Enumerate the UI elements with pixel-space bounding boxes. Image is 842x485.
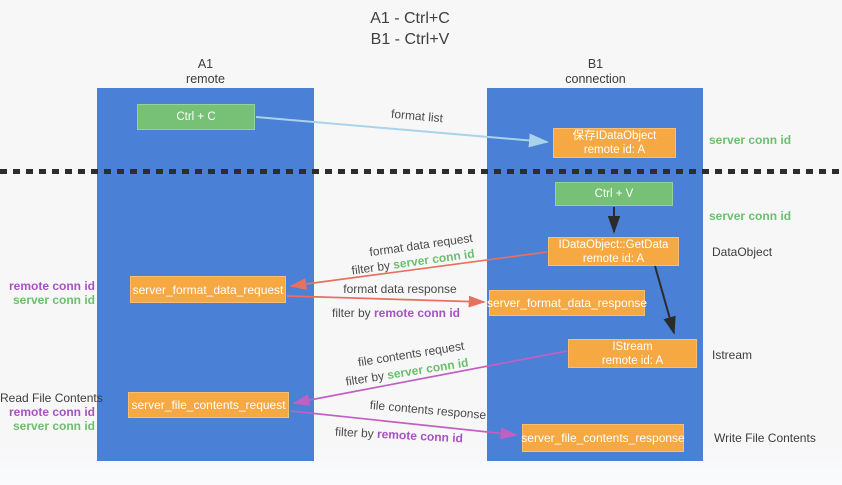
server-format-data-request-box: server_format_data_request	[130, 276, 286, 303]
filter-by-remote-conn-id-label-1: filter by remote conn id	[332, 306, 460, 320]
left-remote-conn-id-label-2: remote conn id	[8, 405, 95, 419]
idataobject-getdata-line2: remote id: A	[582, 252, 645, 265]
title-line-1: A1 - Ctrl+C	[370, 10, 450, 27]
istream-line1: IStream	[612, 340, 653, 353]
read-file-contents-label: Read File Contents	[0, 391, 103, 405]
column-header-a1: A1 remote	[97, 57, 314, 87]
ctrl-v-box: Ctrl + V	[555, 182, 673, 206]
dashed-separator-line	[0, 169, 842, 174]
ctrl-c-label: Ctrl + C	[176, 111, 216, 123]
istream-line2: remote id: A	[601, 354, 664, 367]
save-idataobject-box: 保存IDataObject remote id: A	[553, 128, 676, 158]
right-server-conn-id-label-1: server conn id	[709, 133, 792, 147]
server-file-contents-request-label: server_file_contents_request	[131, 398, 286, 412]
istream-side-label: Istream	[712, 348, 753, 362]
filter-prefix-4: filter by	[334, 424, 378, 441]
diagram-title: A1 - Ctrl+C B1 - Ctrl+V	[280, 8, 540, 50]
server-format-data-request-label: server_format_data_request	[132, 282, 284, 297]
istream-box: IStream remote id: A	[568, 339, 697, 368]
write-file-contents-label: Write File Contents	[714, 431, 816, 445]
file-contents-response-label: file contents response	[369, 397, 487, 423]
format-list-label: format list	[390, 106, 444, 126]
server-format-data-response-label: server_format_data_response	[486, 296, 648, 310]
server-file-contents-request-box: server_file_contents_request	[128, 392, 289, 418]
filter-prefix-1: filter by	[350, 257, 395, 278]
save-idataobject-line2: remote id: A	[583, 144, 646, 156]
format-data-response-arrow	[286, 295, 486, 308]
left-remote-conn-id-label-1: remote conn id	[8, 279, 95, 293]
right-server-conn-id-label-2: server conn id	[709, 209, 792, 223]
column-a1-name: A1	[197, 57, 214, 71]
dataobject-label: DataObject	[712, 245, 773, 259]
filter-prefix-2: filter by	[331, 306, 374, 320]
format-data-response-label: format data response	[343, 282, 457, 296]
filter-by-remote-conn-id-label-2: filter by remote conn id	[335, 425, 464, 446]
ctrl-c-box: Ctrl + C	[137, 104, 255, 130]
save-idataobject-line1: 保存IDataObject	[572, 130, 657, 142]
left-server-conn-id-label-2: server conn id	[12, 419, 95, 433]
left-server-conn-id-label-1: server conn id	[12, 293, 95, 307]
idataobject-getdata-line1: IDataObject::GetData	[558, 238, 669, 251]
remote-conn-id-highlight-1: remote conn id	[374, 306, 461, 320]
column-b1-subtitle: connection	[565, 72, 626, 86]
ctrl-v-label: Ctrl + V	[594, 188, 634, 200]
idataobject-getdata-box: IDataObject::GetData remote id: A	[548, 237, 679, 266]
column-header-b1: B1 connection	[487, 57, 704, 87]
server-format-data-response-box: server_format_data_response	[486, 290, 648, 316]
server-file-contents-response-label: server_file_contents_response	[521, 431, 685, 445]
column-b1-name: B1	[587, 57, 604, 71]
column-a1-subtitle: remote	[186, 72, 225, 86]
title-line-2: B1 - Ctrl+V	[370, 31, 450, 48]
filter-prefix-3: filter by	[344, 368, 389, 389]
server-file-contents-response-box: server_file_contents_response	[521, 424, 685, 452]
remote-conn-id-highlight-2: remote conn id	[376, 426, 464, 446]
